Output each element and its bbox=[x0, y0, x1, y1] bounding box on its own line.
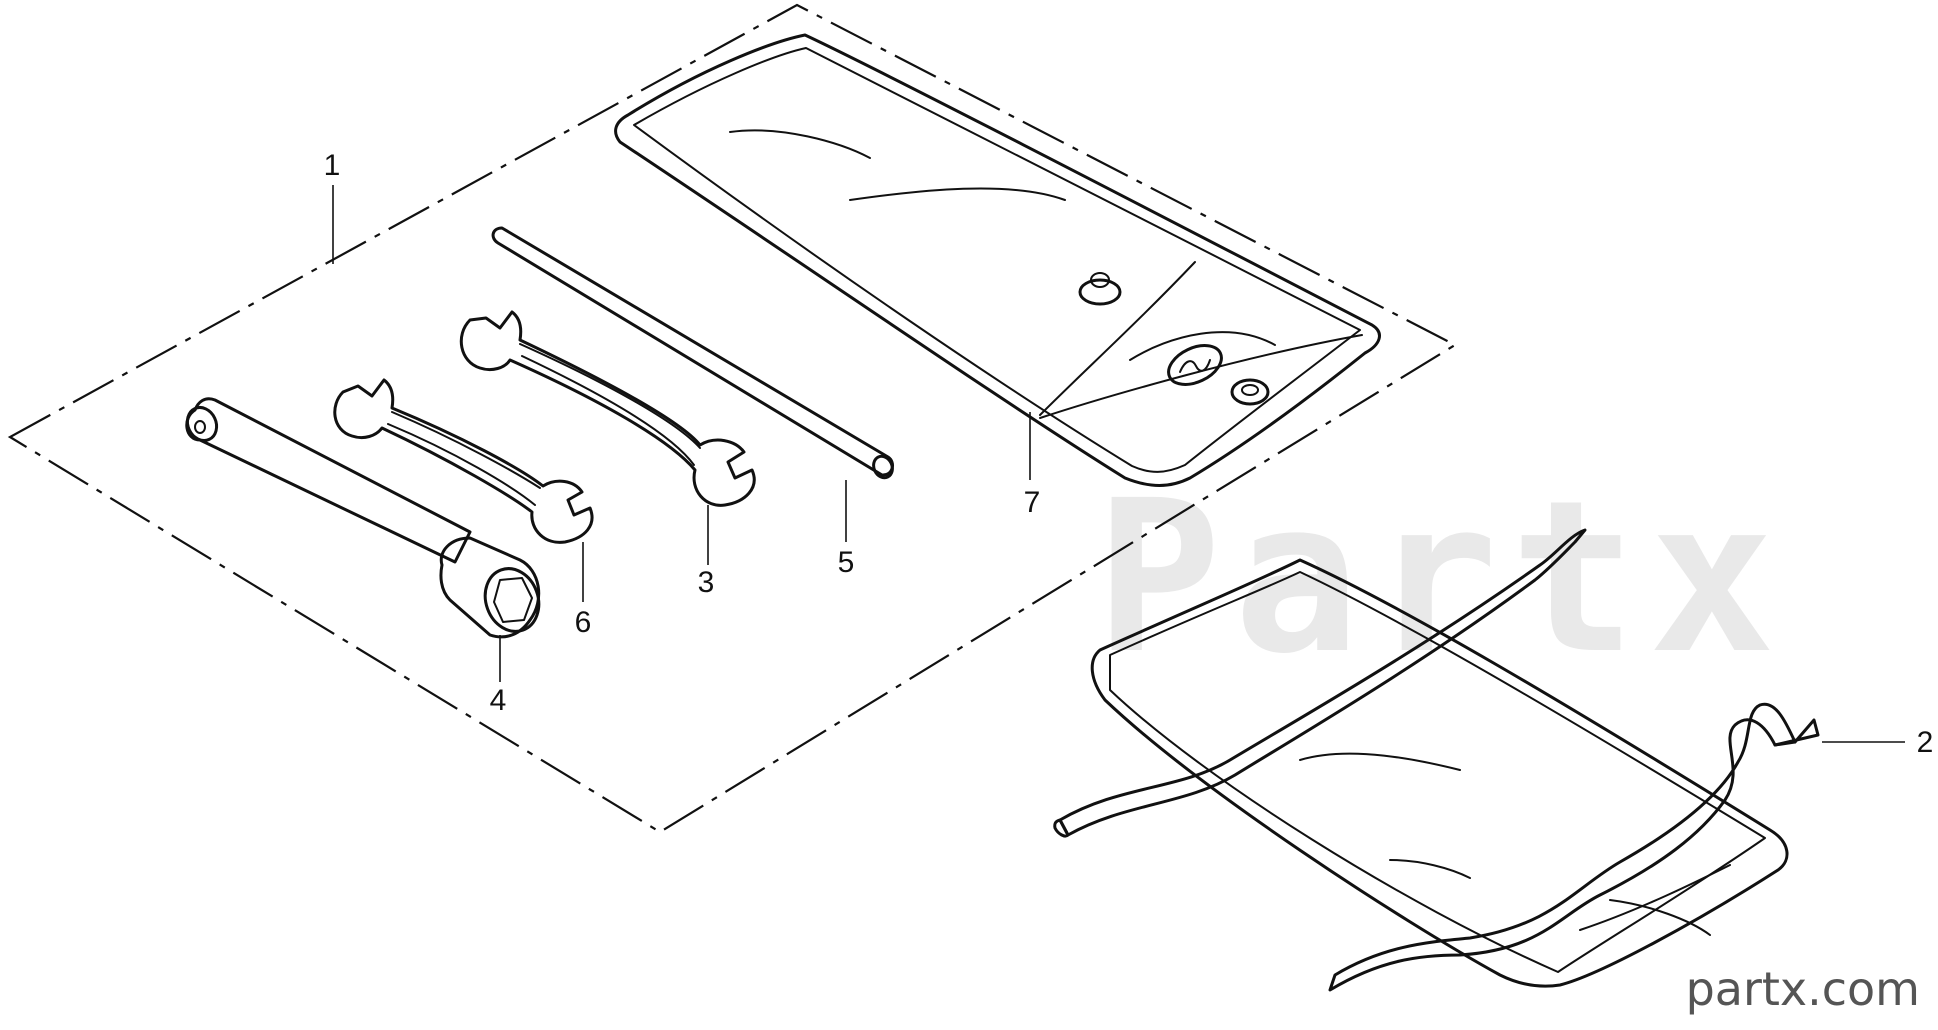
callout-1: 1 bbox=[324, 149, 341, 182]
callout-leaders bbox=[332, 185, 1905, 743]
brand-url: partx.com bbox=[1685, 962, 1920, 1016]
tool-kit-holder bbox=[1053, 528, 1820, 992]
callout-7: 7 bbox=[1024, 486, 1041, 519]
snap-button bbox=[1078, 272, 1122, 306]
callout-2: 2 bbox=[1917, 726, 1934, 759]
brand-emblem bbox=[1167, 344, 1223, 386]
snap-button bbox=[1230, 378, 1270, 406]
callout-4: 4 bbox=[490, 684, 507, 717]
watermark-logo: Partx bbox=[1095, 455, 1787, 700]
tool-kit-boundary bbox=[7, 3, 1458, 834]
tool-bag bbox=[614, 33, 1381, 487]
extension-bar bbox=[491, 226, 895, 480]
open-end-wrench-large bbox=[459, 310, 756, 507]
callout-3: 3 bbox=[698, 566, 715, 599]
callout-6: 6 bbox=[575, 606, 592, 639]
open-end-wrench-small bbox=[333, 378, 594, 544]
spark-plug-wrench bbox=[185, 397, 541, 639]
callout-5: 5 bbox=[838, 546, 855, 579]
